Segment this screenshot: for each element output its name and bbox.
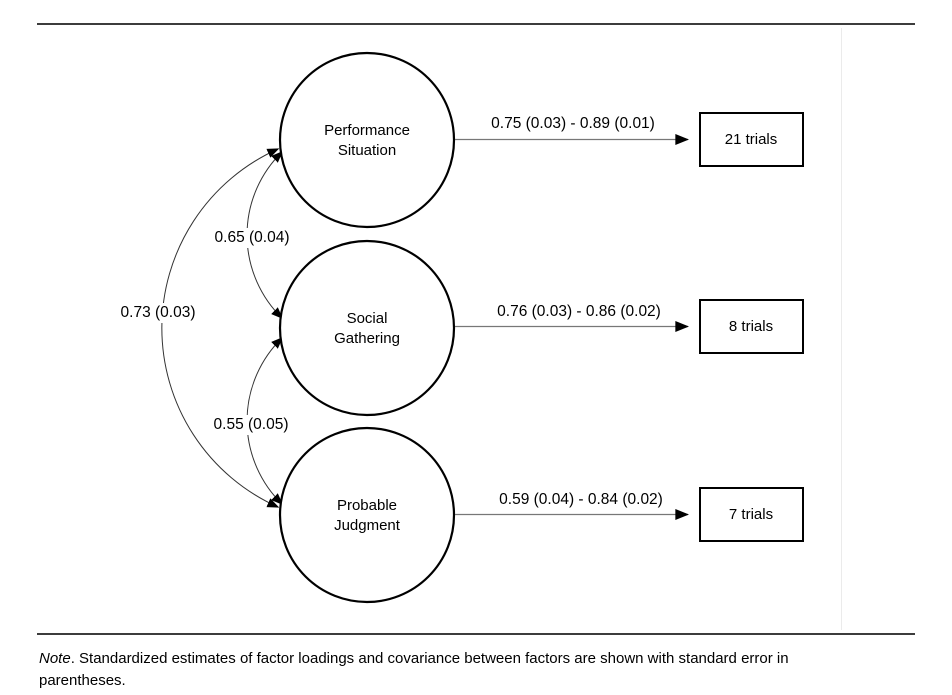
factor-circle-probable-judgment bbox=[278, 426, 456, 604]
note-label: Note bbox=[39, 650, 71, 667]
factor-label-probable-judgment: Probable Judgment bbox=[334, 496, 400, 536]
covariance-label-performance-social: 0.65 (0.04) bbox=[211, 228, 293, 248]
indicator-box-21-trials bbox=[699, 112, 804, 167]
note-divider-rule bbox=[37, 633, 915, 635]
covariance-label-social-probable: 0.55 (0.05) bbox=[210, 415, 292, 435]
figure-note-line1: Note. Standardized estimates of factor l… bbox=[39, 650, 789, 667]
note-text-line2: parentheses. bbox=[39, 672, 126, 689]
indicator-label-21-trials: 21 trials bbox=[724, 131, 778, 148]
indicator-box-7-trials bbox=[699, 487, 804, 542]
page-guide-line bbox=[841, 28, 842, 630]
factor-label-line: Judgment bbox=[334, 517, 400, 534]
indicator-box-8-trials bbox=[699, 299, 804, 354]
factor-circle-performance-situation bbox=[278, 51, 456, 229]
factor-circle-social-gathering bbox=[278, 239, 456, 417]
covariance-arrow-performance-probable bbox=[161, 148, 280, 508]
factor-label-social-gathering: Social Gathering bbox=[334, 309, 400, 349]
note-text-line1: . Standardized estimates of factor loadi… bbox=[70, 650, 789, 667]
loading-range-label-probable: 0.59 (0.04) - 0.84 (0.02) bbox=[499, 491, 663, 508]
factor-label-performance-situation: Performance Situation bbox=[324, 121, 410, 161]
figure-note-line2: parentheses. bbox=[39, 672, 126, 689]
loading-range-label-performance: 0.75 (0.03) - 0.89 (0.01) bbox=[491, 115, 655, 132]
loading-range-label-social: 0.76 (0.03) - 0.86 (0.02) bbox=[497, 303, 661, 320]
factor-label-line: Situation bbox=[337, 142, 397, 159]
factor-label-line: Social bbox=[346, 310, 388, 327]
covariance-label-performance-probable: 0.73 (0.03) bbox=[117, 303, 199, 323]
indicator-label-7-trials: 7 trials bbox=[728, 506, 774, 523]
factor-label-line: Gathering bbox=[334, 330, 400, 347]
factor-label-line: Probable bbox=[336, 497, 398, 514]
figure-top-rule bbox=[37, 23, 915, 25]
factor-label-line: Performance bbox=[324, 122, 410, 139]
indicator-label-8-trials: 8 trials bbox=[728, 318, 774, 335]
